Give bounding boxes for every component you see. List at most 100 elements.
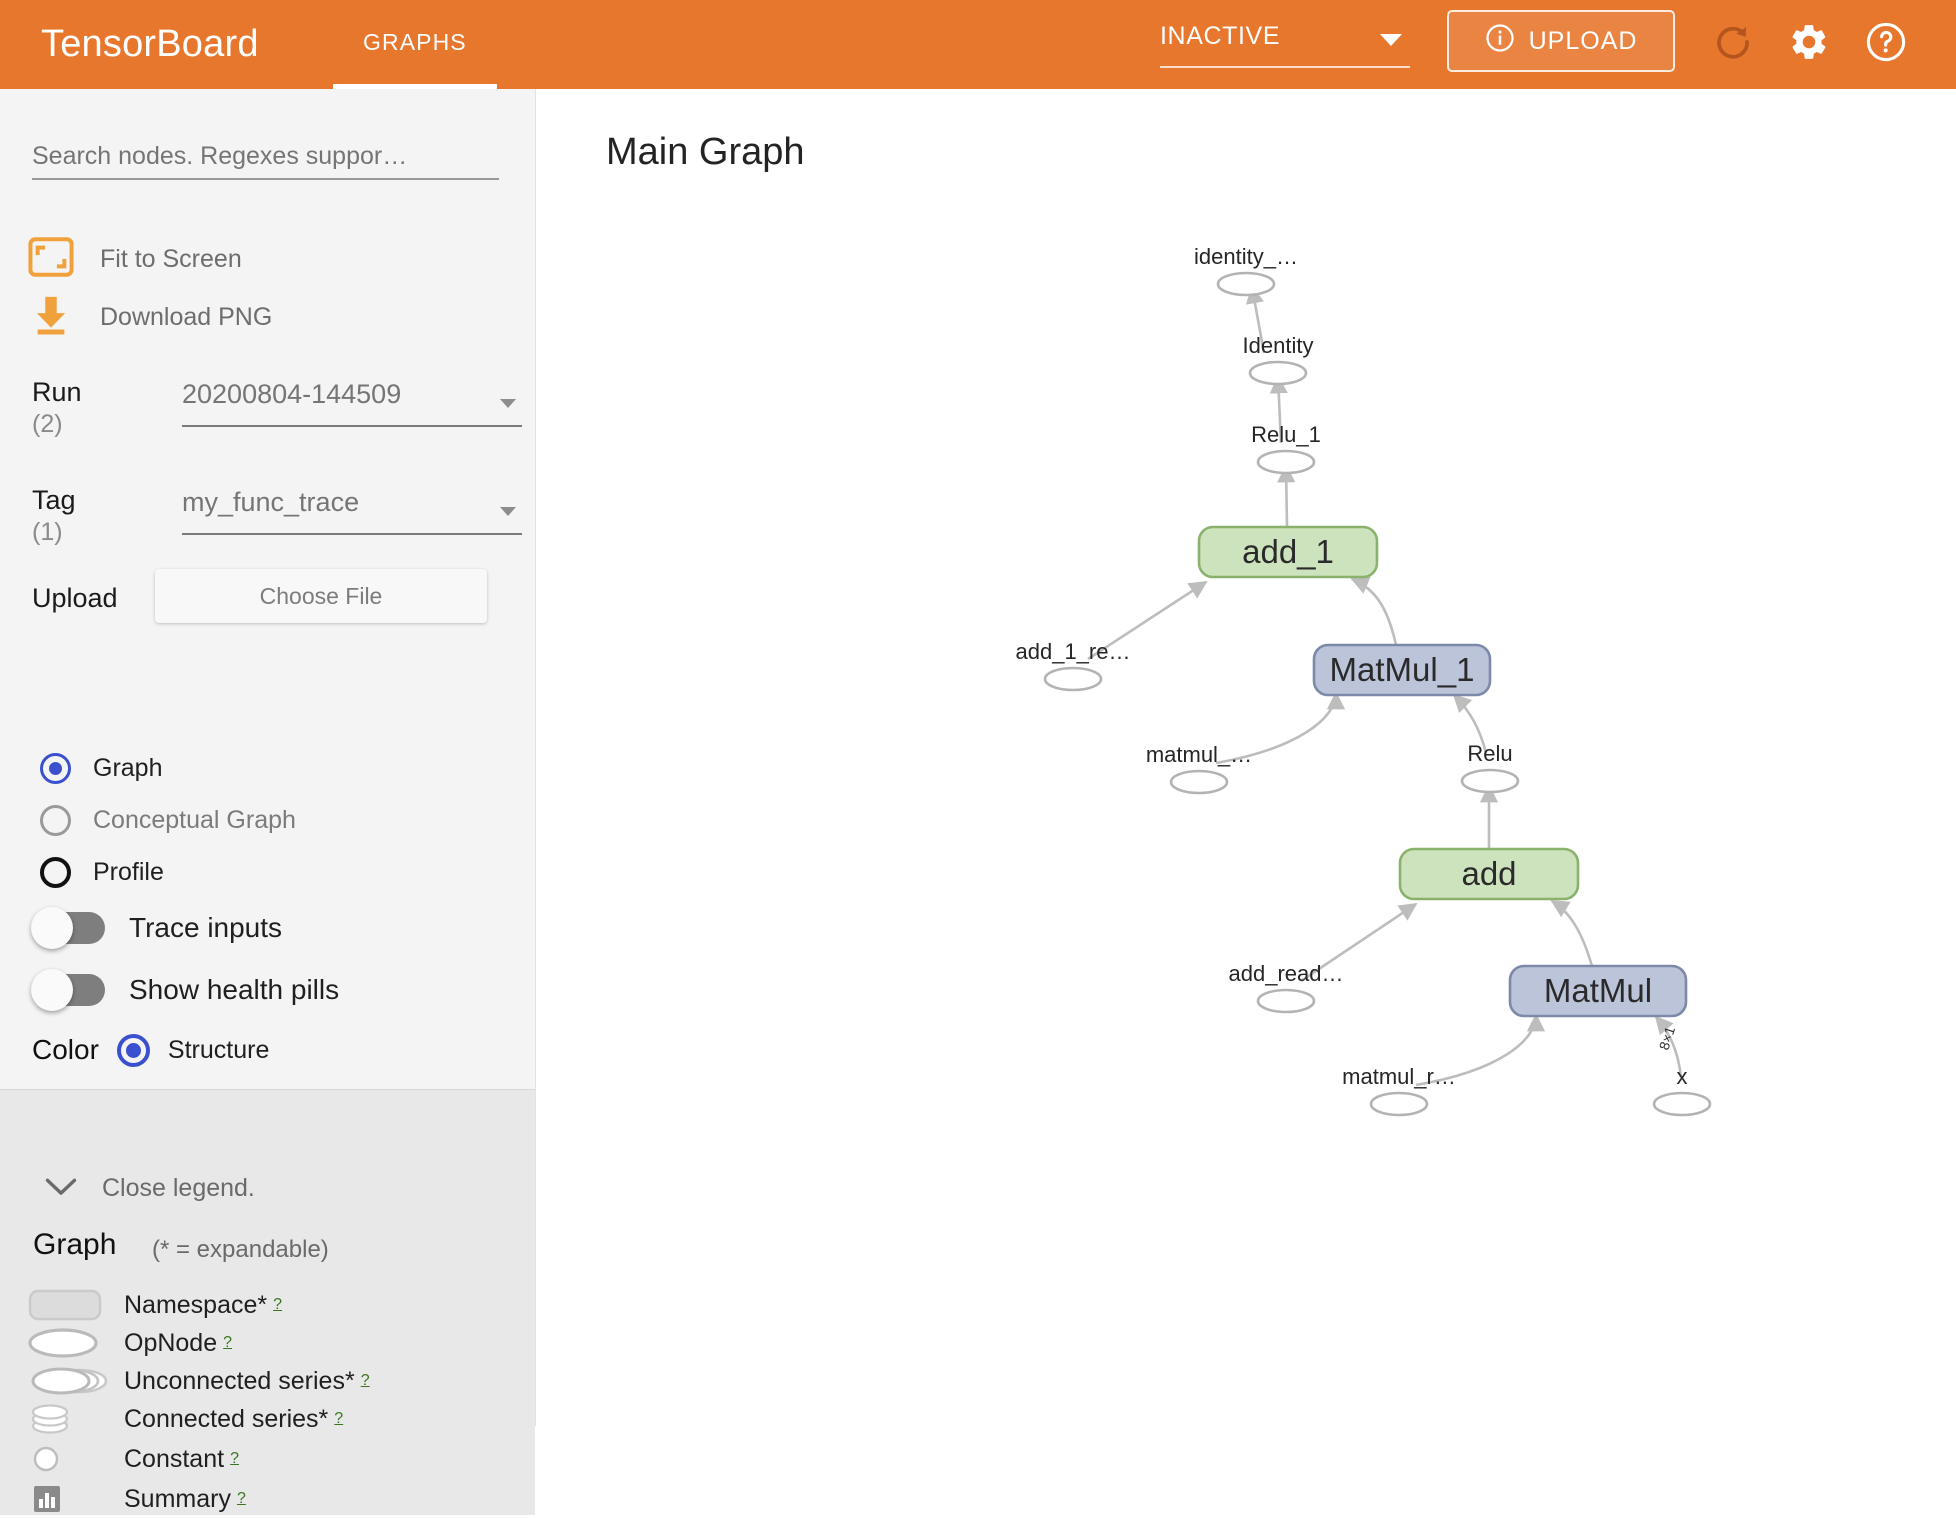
edge-matmul-to-add xyxy=(1550,899,1594,967)
legend-item-constant: Constant ? xyxy=(28,1440,508,1478)
graph-node-Identity[interactable]: Identity xyxy=(1243,333,1314,386)
connected-series-icon xyxy=(28,1402,124,1436)
summary-icon xyxy=(28,1483,124,1515)
radio-conceptual-graph-label: Conceptual Graph xyxy=(93,805,296,834)
choose-file-button[interactable]: Choose File xyxy=(155,569,487,623)
graph-node-add[interactable]: add xyxy=(1398,847,1580,901)
legend-item-summary: Summary ? xyxy=(28,1480,508,1518)
legend-help-constant[interactable]: ? xyxy=(230,1450,239,1467)
graph-node-Relu[interactable]: Relu xyxy=(1460,741,1520,794)
unconnected-series-icon xyxy=(28,1365,124,1397)
run-status-dropdown[interactable]: INACTIVE xyxy=(1160,22,1410,68)
download-png-button[interactable]: Download PNG xyxy=(28,290,498,344)
radio-profile-label: Profile xyxy=(93,857,164,886)
radio-profile[interactable]: Profile xyxy=(40,848,480,896)
tab-graphs-label: GRAPHS xyxy=(363,28,467,55)
legend-help-opnode[interactable]: ? xyxy=(223,1334,233,1351)
edge-add1read-to-add1 xyxy=(1087,580,1208,661)
radio-graph[interactable]: Graph xyxy=(40,744,480,792)
toggle-show-health-pills[interactable]: Show health pills xyxy=(31,962,483,1018)
legend-help-unconnected-series[interactable]: ? xyxy=(360,1372,370,1389)
edge-x-to-matmul xyxy=(1654,1015,1683,1078)
fit-to-screen-icon xyxy=(28,236,74,282)
close-legend-button[interactable]: Close legend. xyxy=(44,1174,255,1203)
graph-nodes[interactable]: identity_… Identity Relu_1 add_1 add_1_r… xyxy=(1016,244,1712,1117)
graph-canvas[interactable]: Main Graph 8×1 identity_… xyxy=(536,89,1956,1426)
legend-item-unconnected-series-label: Unconnected series* xyxy=(124,1366,355,1395)
gear-icon[interactable] xyxy=(1783,16,1835,68)
tag-dropdown[interactable]: my_func_trace xyxy=(182,487,522,535)
constant-circle-icon xyxy=(28,1444,124,1474)
search-input[interactable] xyxy=(32,136,499,176)
graph-node-matmul_r[interactable]: matmul_r… xyxy=(1342,1064,1456,1117)
toggle-trace-inputs[interactable]: Trace inputs xyxy=(31,900,483,956)
edge-addread-to-add xyxy=(1300,902,1418,983)
fit-to-screen-button[interactable]: Fit to Screen xyxy=(28,232,498,286)
upload-button[interactable]: UPLOAD xyxy=(1447,10,1675,72)
edge-matmulr-to-matmul xyxy=(1415,1013,1546,1087)
run-field: Run (2) 20200804-144509 xyxy=(32,377,522,439)
toggle-show-health-pills-label: Show health pills xyxy=(129,974,340,1005)
radio-graph-label: Graph xyxy=(93,753,163,782)
radio-conceptual-graph-indicator xyxy=(40,804,71,836)
graph-edges: 8×1 xyxy=(1087,285,1683,1087)
legend-item-namespace: Namespace* ? xyxy=(28,1286,508,1324)
download-icon xyxy=(28,294,74,341)
legend-item-connected-series-label: Connected series* xyxy=(124,1404,329,1433)
legend-item-opnode-label: OpNode xyxy=(124,1328,218,1357)
legend-title: Graph xyxy=(33,1228,117,1261)
edge-relu-to-matmul1 xyxy=(1452,693,1488,754)
refresh-icon[interactable] xyxy=(1707,16,1759,68)
legend-help-summary[interactable]: ? xyxy=(236,1490,246,1507)
toggle-trace-inputs-switch[interactable] xyxy=(31,907,105,949)
tag-value: my_func_trace xyxy=(182,487,360,517)
graph-svg[interactable]: 8×1 identity_… Identity Relu_1 add_1 add… xyxy=(536,89,1956,1426)
graph-node-add_1[interactable]: add_1 xyxy=(1197,525,1379,579)
namespace-shape-icon xyxy=(28,1289,124,1321)
graph-node-x[interactable]: x xyxy=(1652,1064,1712,1117)
upload-field: Upload Choose File xyxy=(32,569,502,627)
edge-label-x-matmul: 8×1 xyxy=(1656,1024,1679,1052)
radio-structure[interactable] xyxy=(116,1033,150,1067)
graph-node-MatMul[interactable]: MatMul xyxy=(1508,964,1688,1018)
graph-node-add_1-label: add_1 xyxy=(1242,533,1334,570)
run-count: (2) xyxy=(32,410,63,438)
graph-node-Relu_1[interactable]: Relu_1 xyxy=(1251,422,1321,475)
radio-graph-indicator xyxy=(40,752,71,784)
radio-conceptual-graph[interactable]: Conceptual Graph xyxy=(40,796,480,844)
search-field[interactable] xyxy=(32,136,499,180)
opnode-ellipse-icon xyxy=(28,1327,124,1359)
legend-item-summary-label: Summary xyxy=(124,1484,231,1513)
run-label: Run xyxy=(32,377,82,407)
legend-help-namespace[interactable]: ? xyxy=(273,1296,283,1313)
app-title: TensorBoard xyxy=(41,23,259,65)
legend-help-connected-series[interactable]: ? xyxy=(334,1410,344,1427)
close-legend-label: Close legend. xyxy=(102,1174,255,1202)
fit-to-screen-label: Fit to Screen xyxy=(100,244,242,273)
toggle-show-health-pills-switch[interactable] xyxy=(31,969,105,1011)
graph-node-x-label: x xyxy=(1677,1064,1688,1089)
graph-node-Identity-label: Identity xyxy=(1243,333,1314,358)
graph-node-matmul_read[interactable]: matmul_… xyxy=(1146,742,1252,795)
graph-node-add_1_read-label: add_1_re… xyxy=(1016,639,1131,664)
graph-node-matmul_read-label: matmul_… xyxy=(1146,742,1252,767)
tag-count: (1) xyxy=(32,518,63,546)
run-value: 20200804-144509 xyxy=(182,379,402,409)
tag-label: Tag xyxy=(32,485,76,515)
graph-node-identity_1[interactable]: identity_… xyxy=(1194,244,1298,297)
chevron-down-icon xyxy=(500,507,516,516)
graph-node-add_read[interactable]: add_read… xyxy=(1229,961,1344,1014)
graph-node-Relu_1-label: Relu_1 xyxy=(1251,422,1321,447)
graph-node-MatMul-label: MatMul xyxy=(1544,972,1652,1009)
tab-graphs[interactable]: GRAPHS xyxy=(333,0,497,89)
info-circle-icon xyxy=(1485,23,1515,60)
help-icon[interactable] xyxy=(1860,16,1912,68)
graph-node-add_1_read[interactable]: add_1_re… xyxy=(1016,639,1131,692)
graph-node-MatMul_1[interactable]: MatMul_1 xyxy=(1312,643,1492,697)
legend-item-opnode: OpNode ? xyxy=(28,1324,508,1362)
graph-node-identity_1-label: identity_… xyxy=(1194,244,1298,269)
run-dropdown[interactable]: 20200804-144509 xyxy=(182,379,522,427)
edge-relu1-to-identity xyxy=(1269,375,1288,444)
legend-panel: Close legend. Graph (* = expandable) Nam… xyxy=(0,1089,535,1515)
legend-item-connected-series: Connected series* ? xyxy=(28,1400,508,1438)
